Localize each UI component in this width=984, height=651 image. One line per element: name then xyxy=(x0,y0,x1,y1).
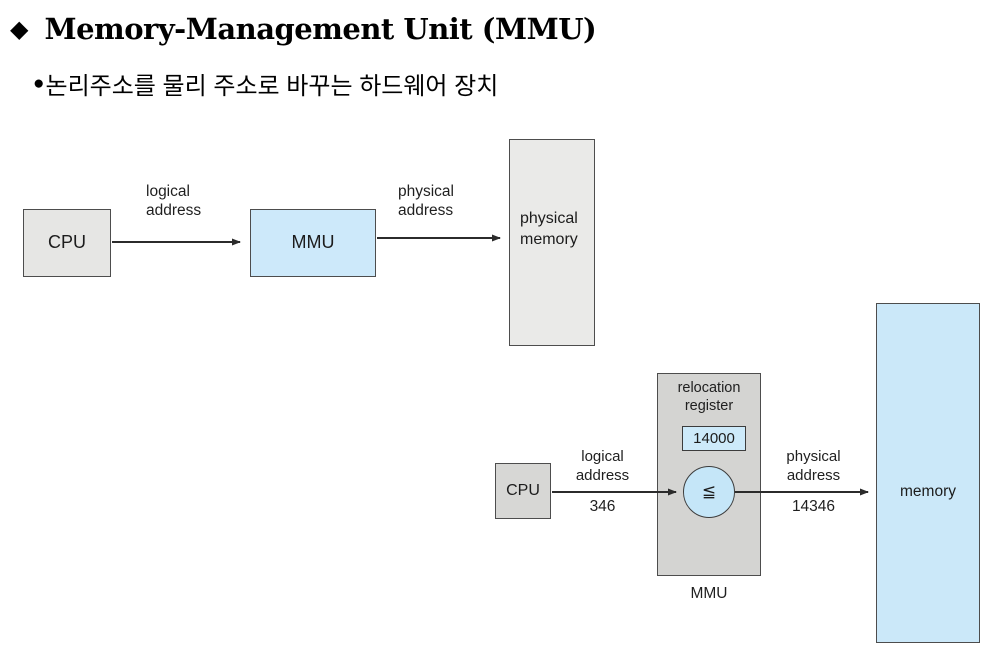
circle-bullet-icon: ● xyxy=(33,73,45,94)
relocation-logical-address-label: logical address xyxy=(575,448,630,484)
relocation-register-label: relocation register xyxy=(677,380,741,415)
basic-mmu-box: MMU xyxy=(250,209,376,277)
basic-physical-address-label: physical address xyxy=(398,183,454,220)
diamond-bullet-icon: ◆ xyxy=(10,15,29,43)
relocation-logical-address-value: 346 xyxy=(589,498,616,515)
relocation-mmu-caption: MMU xyxy=(690,585,728,602)
relocation-register-value: 14000 xyxy=(693,429,735,447)
basic-physical-memory-box: physical memory xyxy=(509,139,595,346)
subtitle-text: 논리주소를 물리 주소로 바꾸는 하드웨어 장치 xyxy=(45,73,499,100)
basic-cpu-label: CPU xyxy=(47,232,86,253)
basic-logical-address-label: logical address xyxy=(146,183,202,220)
title-row: ◆ Memory-Management Unit (MMU) xyxy=(10,12,597,46)
relocation-register-value-box: 14000 xyxy=(682,426,746,451)
basic-cpu-box: CPU xyxy=(23,209,111,277)
basic-physical-memory-label: physical memory xyxy=(520,209,578,248)
page-title: Memory-Management Unit (MMU) xyxy=(44,12,597,46)
adder-circle: ≦ xyxy=(683,466,735,518)
relocation-physical-address-value: 14346 xyxy=(791,498,836,515)
relocation-memory-label: memory xyxy=(900,482,956,500)
relocation-physical-address-label: physical address xyxy=(786,448,841,484)
basic-mmu-label: MMU xyxy=(291,232,335,253)
relocation-cpu-box: CPU xyxy=(495,463,551,519)
subtitle-row: ● 논리주소를 물리 주소로 바꾸는 하드웨어 장치 xyxy=(33,66,498,101)
relocation-cpu-label: CPU xyxy=(506,481,540,499)
relocation-memory-box: memory xyxy=(876,303,980,643)
adder-symbol-icon: ≦ xyxy=(701,481,717,501)
